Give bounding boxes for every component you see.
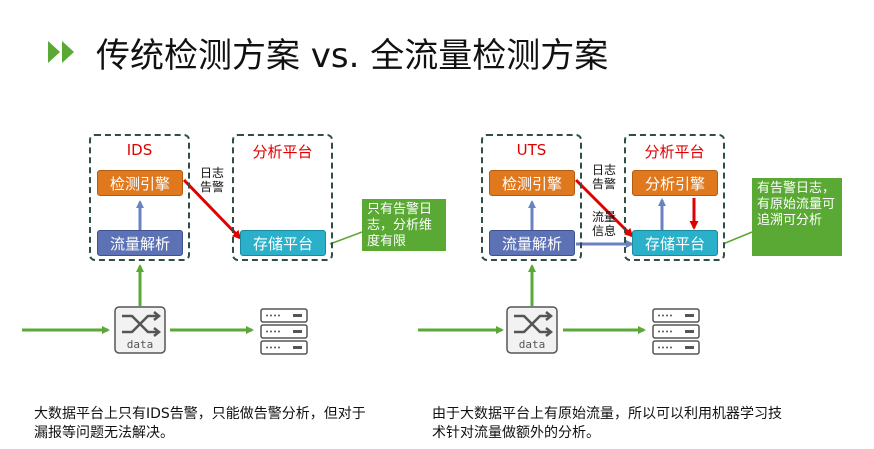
left-caption: 大数据平台上只有IDS告警，只能做告警分析，但对于漏报等问题无法解决。 (34, 406, 366, 441)
left-ids-box (89, 134, 190, 261)
server-icon (652, 308, 700, 360)
switch-data-text: data (127, 338, 154, 351)
right-analysis-label: 分析平台 (644, 143, 705, 161)
left-log-alert-arrow (182, 178, 242, 240)
page-title: 传统检测方案 vs. 全流量检测方案 (96, 35, 609, 76)
left-detection-engine: 检测引擎 (97, 170, 183, 196)
left-analysis-label: 分析平台 (252, 143, 313, 161)
slide-title: 传统检测方案 vs. 全流量检测方案 (48, 28, 608, 76)
right-analysis-box (624, 134, 725, 261)
left-ids-label: IDS (126, 141, 153, 159)
right-callout: 有告警日志，有原始流量可追溯可分析 (752, 178, 842, 256)
right-analysis-engine: 分析引擎 (632, 170, 718, 196)
switch-data-text: data (519, 338, 546, 351)
right-uts-box (481, 134, 582, 261)
right-detection-engine: 检测引擎 (489, 170, 575, 196)
left-storage-platform: 存储平台 (240, 230, 326, 256)
left-log-alert-label: 日志 告警 (199, 166, 224, 194)
right-log-alert-label: 日志 告警 (591, 163, 616, 191)
switch-icon: data (506, 306, 558, 354)
right-storage-platform: 存储平台 (632, 230, 718, 256)
left-traffic-parser: 流量解析 (97, 230, 183, 256)
server-icon (260, 308, 308, 360)
right-caption: 由于大数据平台上有原始流量，所以可以利用机器学习技术针对流量做额外的分析。 (432, 406, 782, 441)
right-log-alert-arrow (574, 178, 634, 238)
right-uts-label: UTS (516, 141, 547, 159)
switch-icon: data (114, 306, 166, 354)
right-callout-pointer (722, 231, 753, 245)
double-chevron-icon (48, 41, 74, 63)
left-callout: 只有告警日志，分析维度有限 (362, 199, 446, 251)
right-flow-info-label: 流量 信息 (591, 210, 616, 238)
left-callout-pointer (329, 231, 363, 245)
right-traffic-parser: 流量解析 (489, 230, 575, 256)
left-analysis-box (232, 134, 333, 261)
